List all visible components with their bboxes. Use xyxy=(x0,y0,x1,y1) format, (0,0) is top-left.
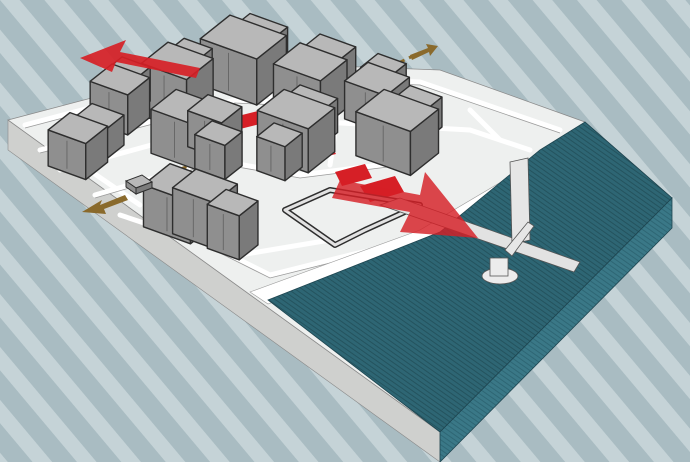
main-axis-arrow-southeast xyxy=(332,172,478,238)
building-roof xyxy=(256,122,303,148)
building-block xyxy=(194,120,243,181)
building-roof xyxy=(194,120,243,147)
water-front-side xyxy=(439,197,673,462)
building-roof xyxy=(272,42,348,82)
pier-frame-inner xyxy=(283,188,422,247)
secondary-arrow-northeast xyxy=(410,44,438,60)
building-roof xyxy=(206,188,259,217)
building-roof xyxy=(256,88,336,130)
kiosk xyxy=(124,174,154,195)
building-roof xyxy=(187,93,243,124)
building-block xyxy=(47,111,109,181)
building-roof xyxy=(199,14,288,60)
pier-tower-arm xyxy=(504,221,535,257)
secondary-arrow-southwest xyxy=(82,195,128,214)
secondary-axis-arrows xyxy=(82,44,438,214)
building-block xyxy=(355,88,440,177)
building-roof xyxy=(355,88,440,133)
building-roof xyxy=(47,111,109,145)
residential-buildings xyxy=(47,12,443,261)
building-block xyxy=(199,14,288,106)
pier-tower xyxy=(509,157,531,245)
building-roof xyxy=(89,63,151,96)
main-axis-arrow xyxy=(80,40,478,238)
building-block xyxy=(206,188,259,261)
building-block xyxy=(256,122,303,182)
main-axis-arrow-northwest xyxy=(80,40,200,78)
pier-base-tower xyxy=(489,257,509,277)
